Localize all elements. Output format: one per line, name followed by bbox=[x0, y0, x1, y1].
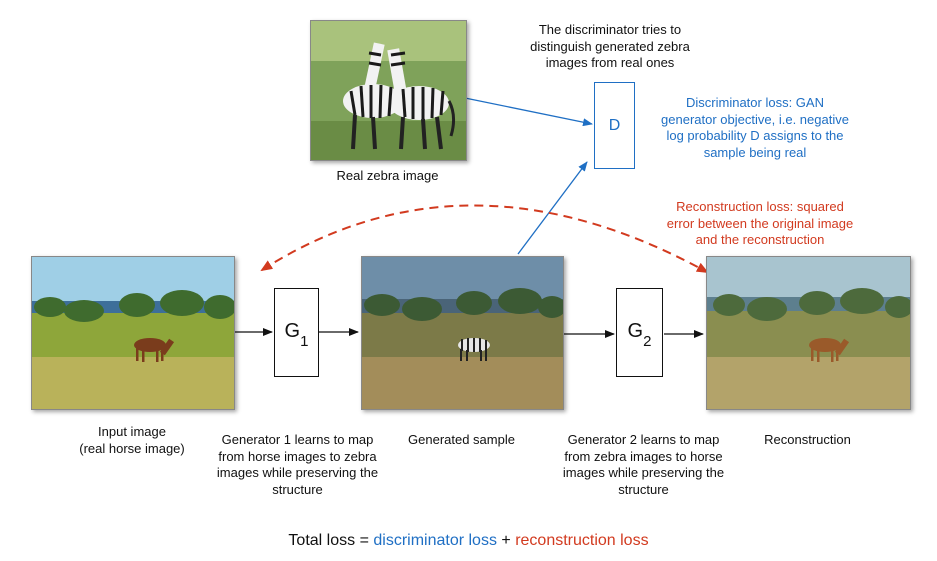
real-zebra-image bbox=[310, 20, 467, 161]
caption-line: images while preserving the bbox=[562, 465, 725, 480]
generated-sample-caption: Generated sample bbox=[408, 432, 515, 447]
caption-line: sample being real bbox=[703, 144, 807, 160]
reconstruction-loss-caption: Reconstruction loss: squared error betwe… bbox=[655, 199, 865, 249]
discriminator-description: The discriminator tries to distinguish g… bbox=[505, 22, 715, 72]
total-loss-prefix: Total loss = bbox=[288, 532, 374, 549]
caption-line: Generator 2 learns to map bbox=[567, 432, 720, 447]
discriminator-loss-caption: Discriminator loss: GAN generator object… bbox=[650, 95, 860, 161]
input-horse-image bbox=[31, 256, 235, 410]
caption-line: images from real ones bbox=[545, 55, 675, 70]
caption-line: Generator 1 learns to map bbox=[221, 432, 374, 447]
discriminator-label: D bbox=[608, 116, 621, 134]
caption-line: from horse images to zebra bbox=[218, 448, 377, 464]
arrow-generated-to-d bbox=[517, 161, 588, 255]
caption-line: Reconstruction loss: squared bbox=[676, 199, 844, 214]
caption-line: distinguish generated zebra bbox=[530, 38, 690, 54]
generator-1-label: G1 bbox=[284, 319, 309, 350]
generator-2-caption: Generator 2 learns to map from zebra ima… bbox=[546, 432, 741, 498]
caption-line: error between the original image bbox=[666, 215, 854, 231]
caption-line: log probability D assigns to the bbox=[666, 128, 844, 143]
caption-line: Input image bbox=[98, 424, 166, 439]
generator-1-caption: Generator 1 learns to map from horse ima… bbox=[200, 432, 395, 498]
reconstruction-caption: Reconstruction bbox=[764, 432, 851, 447]
caption-line: Discriminator loss: GAN bbox=[686, 95, 824, 110]
total-reconstruction-loss: reconstruction loss bbox=[515, 532, 649, 549]
g1-subscript: 1 bbox=[300, 332, 309, 350]
caption-line: generator objective, i.e. negative bbox=[661, 111, 849, 127]
generator-2-box: G2 bbox=[616, 288, 663, 377]
reconstruction-image bbox=[706, 256, 911, 410]
reconstruction-loss-arc bbox=[260, 204, 709, 273]
generator-1-box: G1 bbox=[274, 288, 319, 377]
total-plus: + bbox=[496, 532, 516, 549]
g1-letter: G bbox=[284, 319, 301, 342]
caption-line: and the reconstruction bbox=[695, 232, 825, 247]
input-image-caption: Input image (real horse image) bbox=[31, 424, 233, 457]
generator-2-label: G2 bbox=[627, 319, 652, 350]
caption-line: structure bbox=[618, 481, 669, 497]
total-discriminator-loss: discriminator loss bbox=[373, 532, 497, 549]
discriminator-box: D bbox=[594, 82, 635, 169]
caption-line: from zebra images to horse bbox=[564, 448, 723, 464]
caption-line: images while preserving the bbox=[216, 465, 379, 480]
caption-line: (real horse image) bbox=[79, 440, 185, 456]
generated-sample-image bbox=[361, 256, 564, 410]
g2-letter: G bbox=[627, 319, 644, 342]
caption-line: The discriminator tries to bbox=[538, 22, 682, 37]
real-zebra-caption: Real zebra image bbox=[336, 168, 439, 183]
arrow-real-to-d bbox=[464, 97, 593, 127]
g2-subscript: 2 bbox=[643, 332, 652, 350]
caption-line: structure bbox=[272, 481, 323, 497]
total-loss-equation: Total loss = discriminator loss + recons… bbox=[0, 532, 937, 550]
